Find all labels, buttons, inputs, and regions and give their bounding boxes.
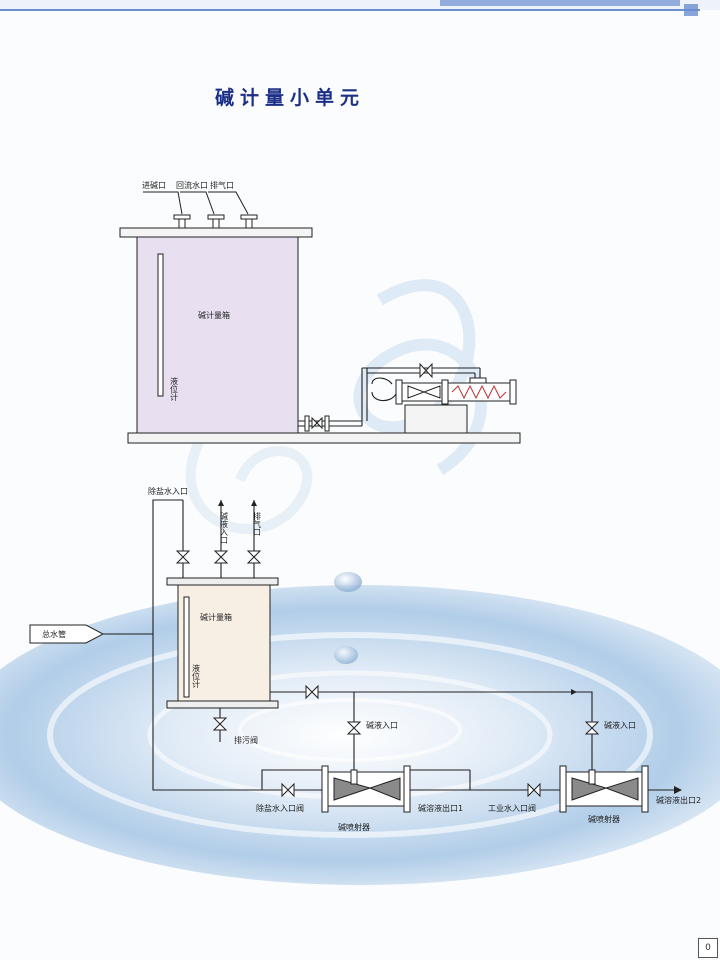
bottom-tank-label: 碱计量箱	[200, 612, 232, 622]
bottom-level-gauge-label: 液位计	[192, 663, 201, 689]
leader-line	[208, 191, 249, 215]
alkali-metering-tank-top	[136, 236, 299, 434]
alkali-inlet-valve-2-icon	[584, 721, 600, 735]
level-gauge-top	[157, 253, 164, 397]
level-gauge-bottom	[183, 596, 190, 698]
alkali-inlet-arrow-icon	[218, 500, 224, 506]
demin-water-inlet-label: 除盐水入口	[148, 486, 188, 496]
outlet-header-line	[270, 691, 593, 770]
header-square	[684, 4, 698, 16]
solution-outlet-2-label: 碱溶液出口2	[656, 795, 701, 805]
ejector-1	[321, 765, 411, 813]
alkali-inlet-1-label: 碱液入口	[366, 720, 398, 730]
leader-line	[180, 191, 215, 215]
alkali-metering-tank-bottom	[177, 584, 271, 702]
outlet-valve-icon	[311, 416, 323, 430]
drain-valve-label: 排污阀	[234, 735, 258, 745]
ejector-1-label: 碱喷射器	[338, 822, 370, 832]
demin-main-line	[152, 499, 300, 791]
header-arrow-icon	[571, 689, 577, 695]
label-return-water-inlet: 回流水口	[176, 180, 208, 190]
alkali-inlet-valve-1-icon	[346, 721, 362, 735]
tank-lid	[119, 227, 313, 238]
ejector-element	[451, 384, 507, 400]
ejector-2-label: 碱喷射器	[588, 814, 620, 824]
outlet-2-arrow-icon	[674, 786, 682, 794]
drain-valve-icon	[212, 717, 228, 731]
industrial-water-valve-icon	[527, 782, 541, 798]
bottom-tank-top-flange	[166, 577, 279, 586]
bottom-tank-bottom-flange	[166, 700, 279, 709]
loop-valve-icon	[419, 362, 433, 379]
top-level-gauge-label: 液位计	[170, 376, 179, 402]
solution-outlet-1-label: 碱溶液出口1	[418, 803, 463, 813]
alkali-inlet-vertical-label: 碱液入口	[220, 512, 229, 544]
industrial-water-valve-label: 工业水入口阀	[488, 803, 536, 813]
main-water-pipe-label: 总水管	[42, 629, 66, 639]
label-vent: 排气口	[210, 180, 234, 190]
header-band	[0, 0, 720, 10]
vent-arrow-icon	[251, 500, 257, 506]
demin-inlet-valve-icon	[175, 550, 191, 564]
ejector1-feed-line	[261, 769, 322, 790]
ejector-skid	[404, 404, 468, 434]
ejector-2	[559, 765, 649, 813]
alkali-inlet-valve-icon	[213, 550, 229, 564]
bottom-diagram: 除盐水入口 碱液入口 排气口 碱计量箱 液位计 总水管 排污阀	[29, 486, 701, 832]
top-outlet-piping	[298, 362, 487, 432]
vent-valve-icon	[246, 550, 262, 564]
base-plate	[127, 432, 521, 444]
demin-inlet-valve-label: 除盐水入口阀	[256, 803, 304, 813]
vent-vertical-label: 排气口	[253, 511, 262, 536]
top-inlet-valves	[175, 550, 262, 564]
demin-inlet-valve-2-icon	[281, 782, 295, 798]
top-diagram: 进碱口 回流水口 排气口 碱计量箱 液位计	[119, 180, 521, 444]
main-water-pipe-tag	[29, 624, 105, 644]
label-alkali-inlet: 进碱口	[142, 181, 166, 190]
page-title: 碱计量小单元	[215, 87, 366, 109]
leader-line	[143, 191, 183, 215]
alkali-inlet-2-label: 碱液入口	[604, 720, 636, 730]
water-droplet	[334, 572, 362, 592]
lid-nozzles	[173, 214, 258, 229]
outlet-header-valve-icon	[305, 684, 319, 700]
top-tank-label: 碱计量箱	[198, 310, 230, 320]
top-ejector	[395, 379, 517, 405]
page-number: 0	[698, 938, 718, 958]
